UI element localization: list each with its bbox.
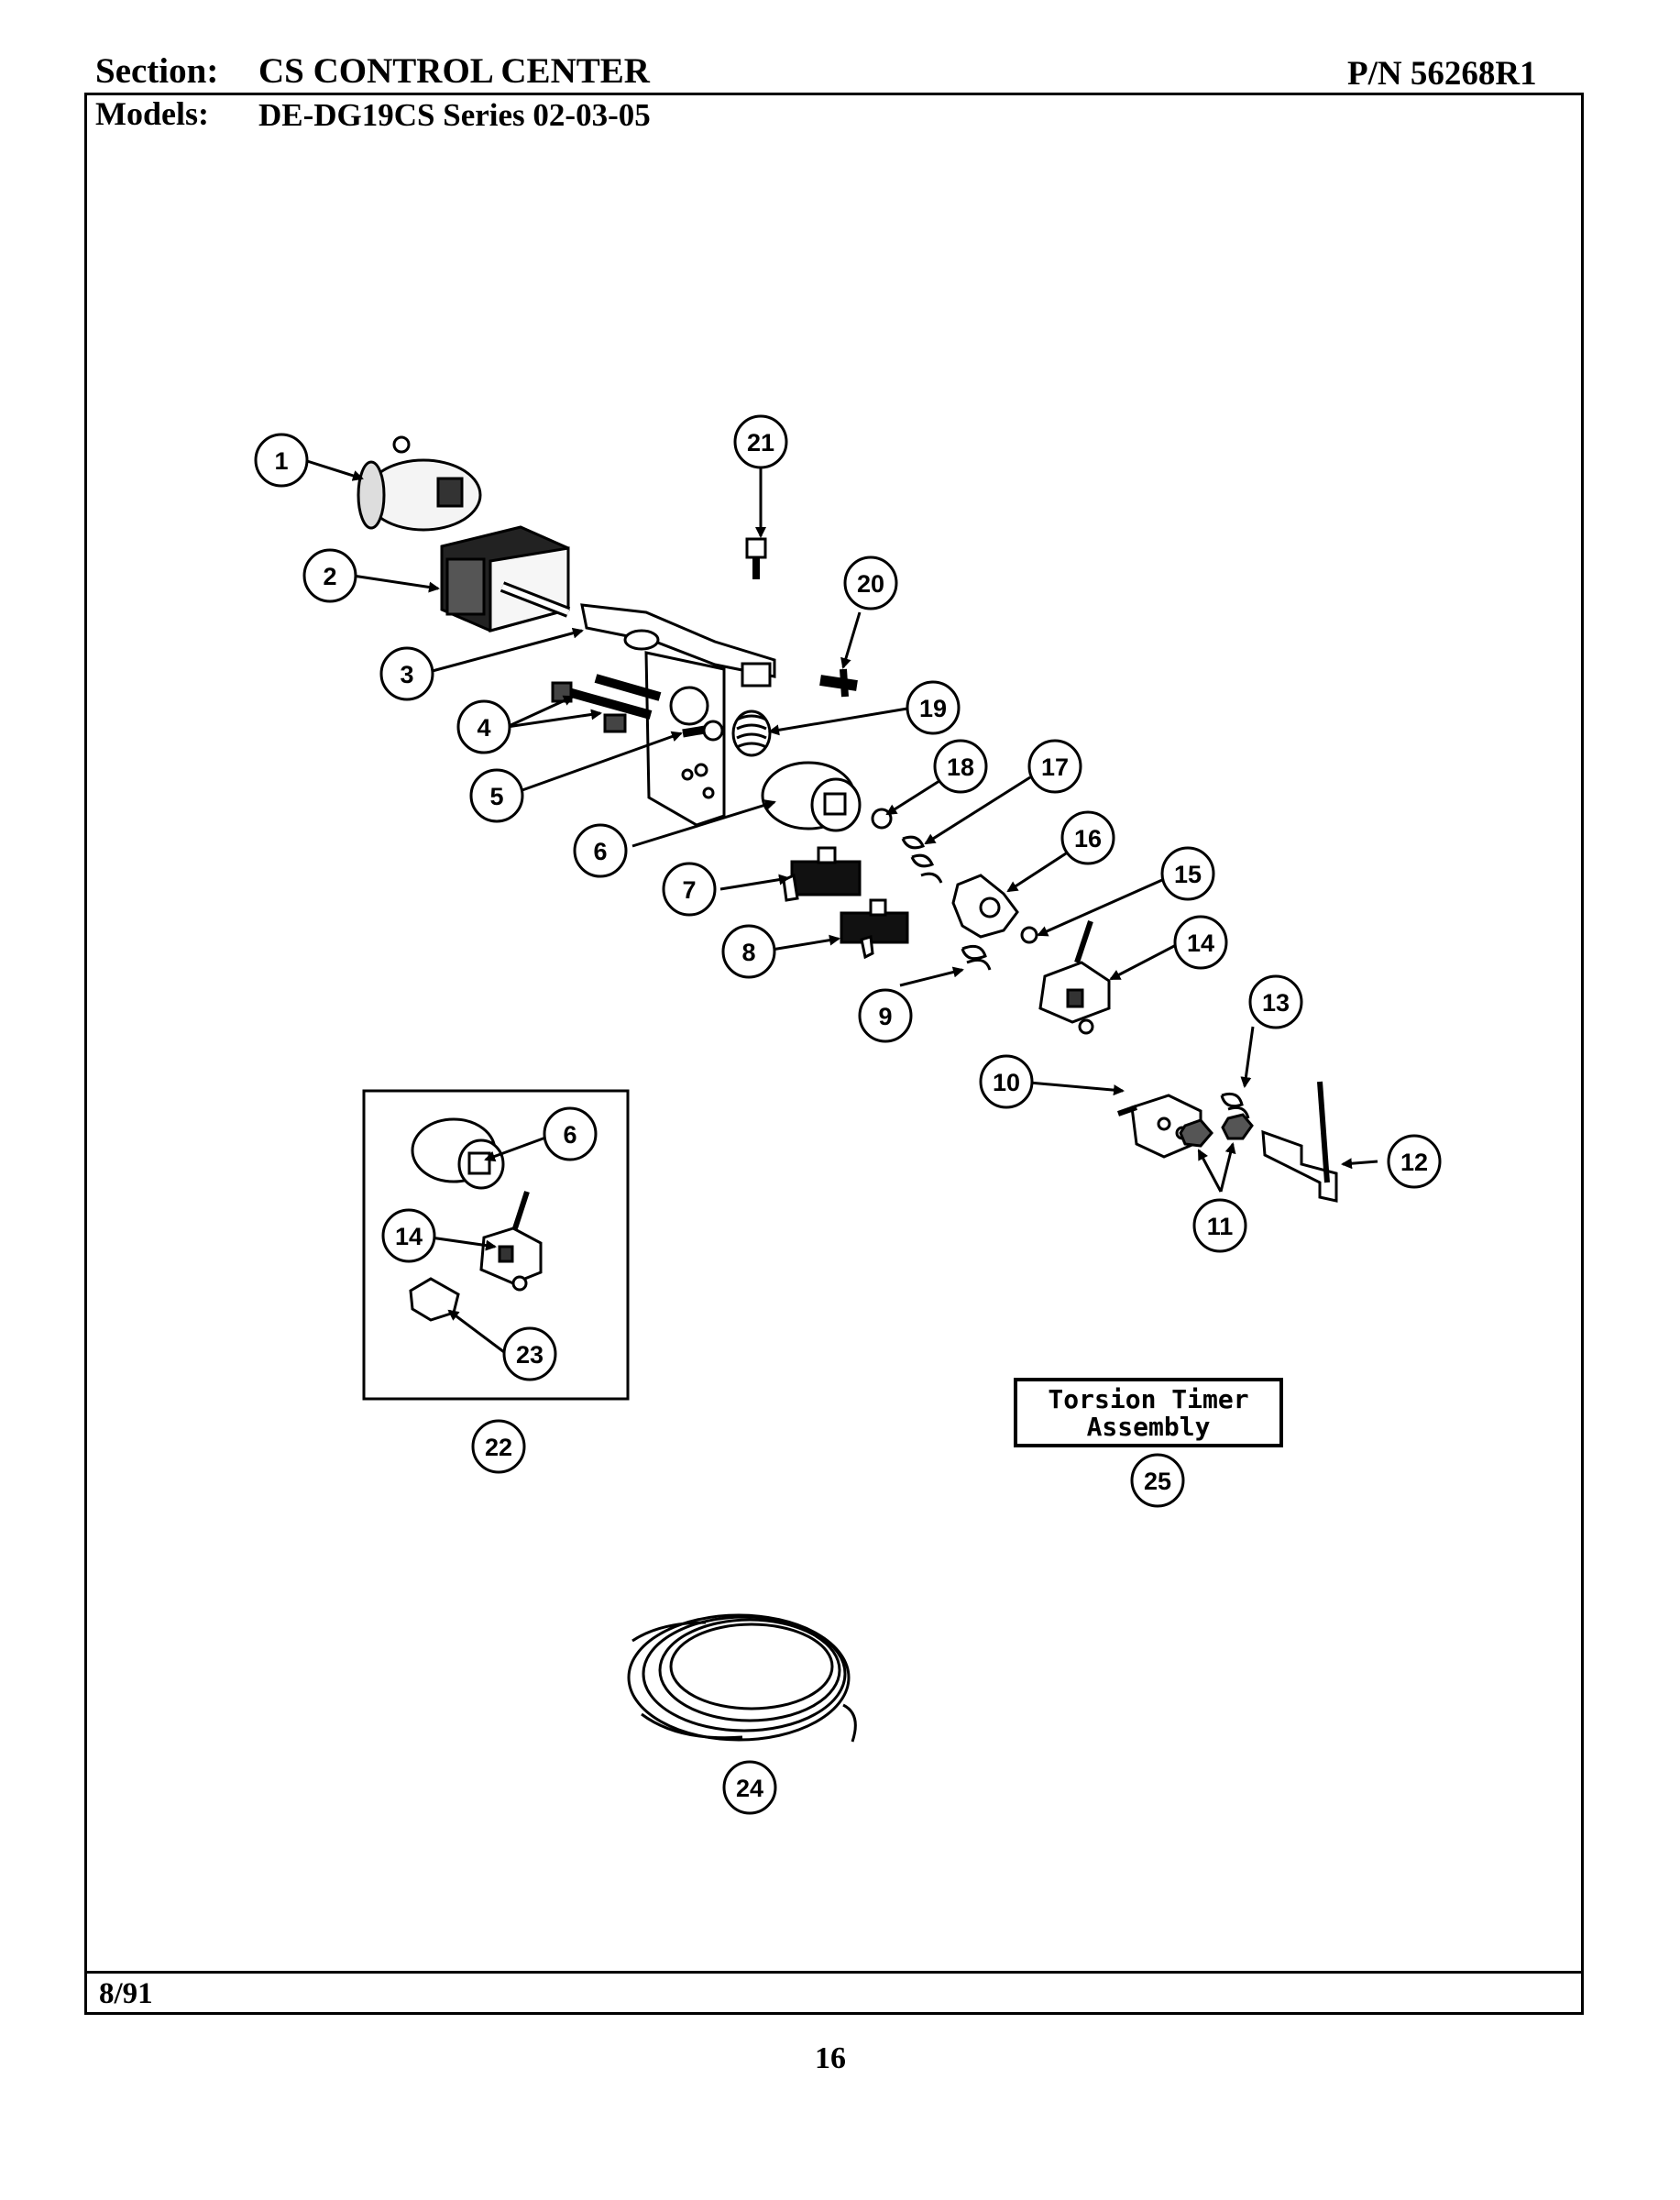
svg-text:12: 12	[1400, 1149, 1428, 1176]
callout-17: 17	[1027, 739, 1082, 794]
svg-text:16: 16	[1074, 825, 1102, 852]
svg-text:1: 1	[274, 447, 288, 475]
callout-22: 22	[471, 1419, 526, 1474]
svg-text:21: 21	[747, 429, 774, 456]
callout-13: 13	[1248, 974, 1303, 1029]
assembly-line-2: Assembly	[1086, 1412, 1211, 1442]
svg-text:6: 6	[563, 1121, 576, 1149]
part-switches	[782, 846, 909, 960]
leader-arrows	[303, 458, 1378, 1354]
part-lever-assembly	[1038, 920, 1111, 1035]
part-springs-and-clips	[871, 808, 1038, 971]
svg-text:4: 4	[477, 714, 490, 742]
svg-text:7: 7	[682, 876, 696, 904]
callout-5: 5	[469, 768, 524, 823]
svg-text:5: 5	[489, 783, 503, 810]
svg-text:22: 22	[485, 1434, 512, 1461]
callout-7: 7	[662, 862, 717, 917]
models-value: DE-DG19CS Series 02-03-05	[258, 97, 651, 133]
section-value: CS CONTROL CENTER	[258, 51, 650, 91]
footer-divider	[84, 1971, 1584, 1974]
part-cam	[761, 761, 862, 832]
svg-text:15: 15	[1174, 861, 1202, 888]
svg-text:24: 24	[736, 1775, 763, 1802]
svg-text:14: 14	[1187, 930, 1214, 957]
assembly-line-1: Torsion Timer	[1048, 1384, 1249, 1414]
svg-text:2: 2	[323, 563, 336, 590]
svg-text:11: 11	[1207, 1213, 1234, 1240]
callout-23-inset: 23	[502, 1326, 557, 1381]
callout-25: 25	[1130, 1453, 1185, 1508]
part-bolts	[551, 674, 662, 733]
section-label: Section:	[95, 51, 219, 91]
callout-10: 10	[979, 1054, 1034, 1109]
models-label: Models:	[95, 95, 209, 132]
callout-6-inset: 6	[543, 1106, 598, 1161]
callout-1: 1	[254, 433, 309, 488]
callout-18: 18	[933, 739, 988, 794]
torsion-timer-assembly-box: Torsion Timer Assembly	[1014, 1378, 1283, 1447]
part-pin-and-screw	[745, 537, 858, 698]
callout-21: 21	[733, 414, 788, 469]
callout-14: 14	[1173, 915, 1228, 970]
callout-6: 6	[573, 823, 628, 878]
callout-9: 9	[858, 988, 913, 1043]
callout-15: 15	[1160, 846, 1215, 901]
callout-8: 8	[721, 924, 776, 979]
svg-text:18: 18	[947, 754, 974, 781]
part-mounting-bracket	[580, 603, 776, 827]
diagram-frame	[84, 93, 1584, 2015]
callout-4: 4	[456, 699, 511, 754]
callout-24: 24	[722, 1760, 777, 1815]
svg-text:9: 9	[878, 1003, 892, 1030]
part-timer-motor	[357, 435, 482, 532]
callout-12: 12	[1387, 1134, 1442, 1189]
svg-text:3: 3	[400, 661, 413, 688]
callout-16: 16	[1060, 810, 1115, 865]
callout-14-inset: 14	[381, 1208, 436, 1263]
svg-text:19: 19	[919, 695, 947, 722]
callout-20: 20	[843, 556, 898, 610]
svg-text:14: 14	[395, 1223, 423, 1250]
svg-text:23: 23	[516, 1341, 544, 1369]
svg-text:8: 8	[741, 939, 755, 966]
svg-text:13: 13	[1262, 989, 1290, 1017]
callout-11: 11	[1192, 1198, 1247, 1253]
svg-text:6: 6	[593, 838, 607, 865]
callout-3: 3	[379, 646, 434, 701]
part-timer-switch	[440, 525, 571, 632]
page-number: 16	[815, 2041, 846, 2075]
callout-2: 2	[302, 548, 357, 603]
part-wire-harness	[627, 1613, 857, 1743]
callout-19: 19	[906, 680, 961, 735]
part-bracket-nuts-lever	[1117, 1081, 1338, 1203]
svg-text:25: 25	[1144, 1468, 1171, 1495]
svg-text:17: 17	[1041, 754, 1069, 781]
revision-date: 8/91	[99, 1977, 153, 2010]
svg-text:10: 10	[993, 1069, 1020, 1096]
svg-text:20: 20	[857, 570, 884, 598]
part-number: P/N 56268R1	[1347, 55, 1537, 93]
